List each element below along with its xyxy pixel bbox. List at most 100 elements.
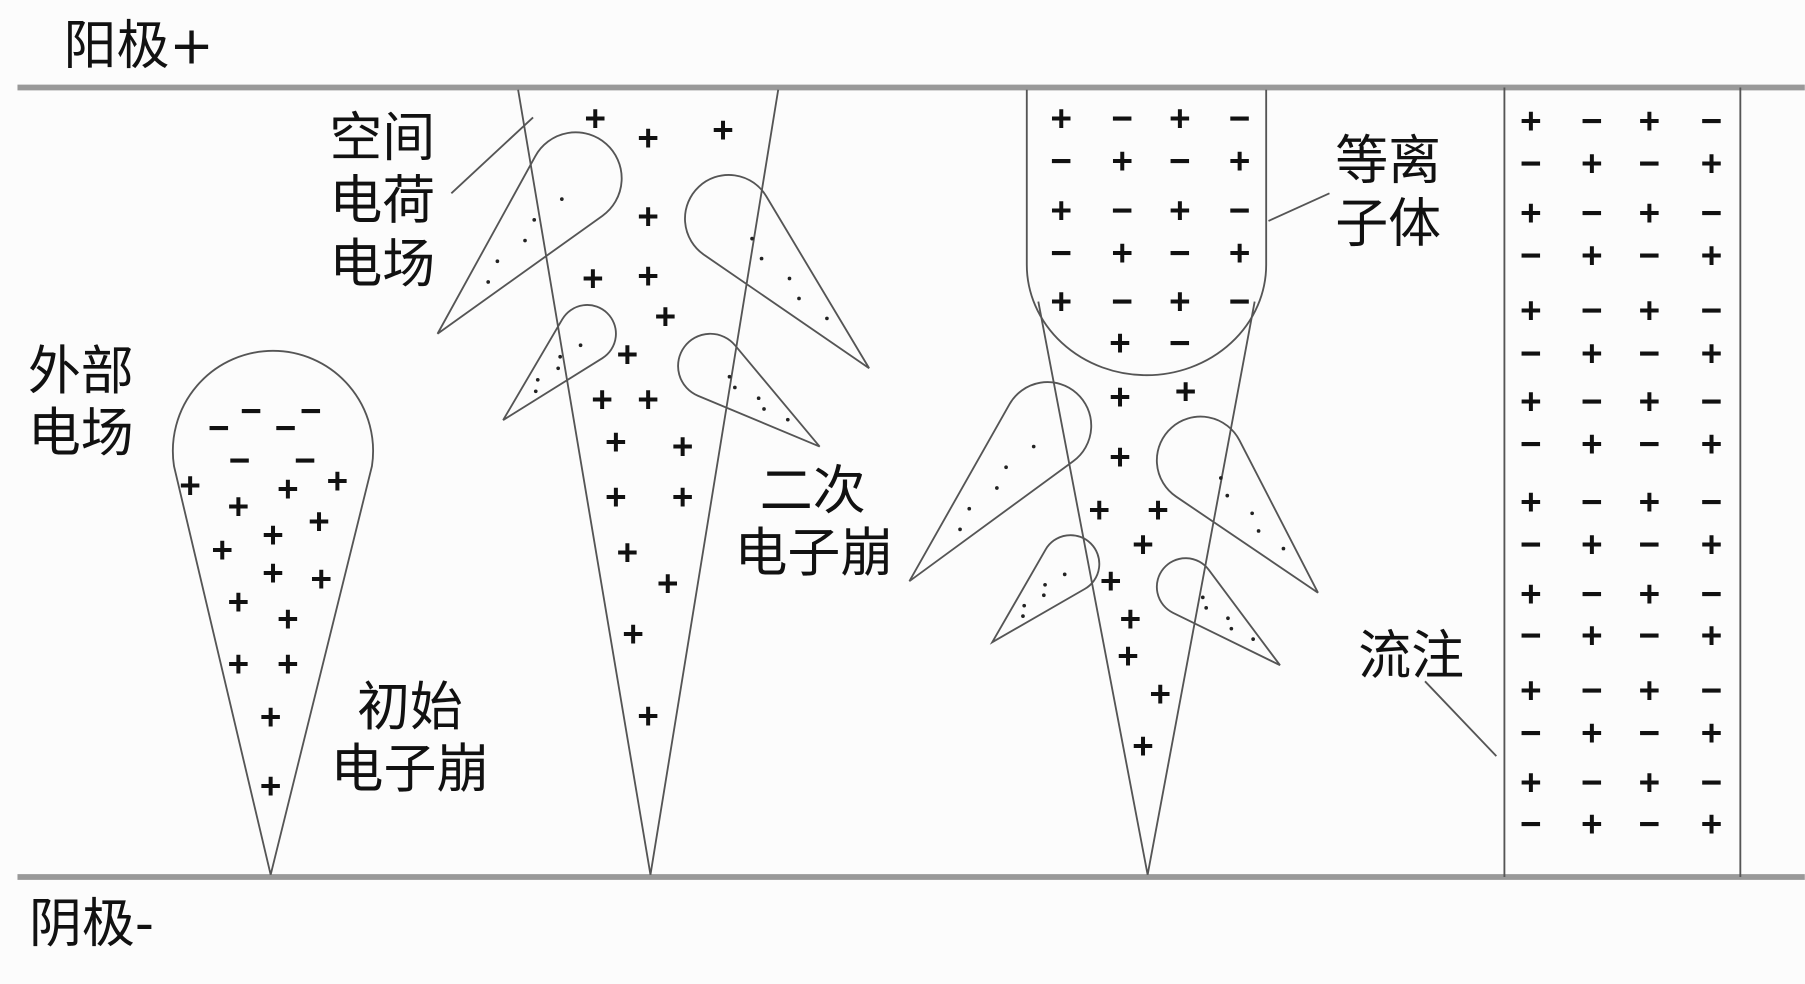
- anode-label: 阳极+: [64, 15, 214, 76]
- positive-charge: +: [1175, 371, 1196, 411]
- svg-text:初始: 初始: [357, 677, 463, 738]
- avalanche-charge-dot: [825, 316, 829, 321]
- avalanche-charge-dot: [785, 417, 790, 422]
- avalanche-charge-dot: [733, 385, 737, 390]
- positive-charge: +: [623, 614, 644, 654]
- negative-charge: −: [1229, 99, 1250, 139]
- plasma-leader: [1268, 192, 1330, 222]
- positive-charge: +: [1133, 524, 1154, 564]
- positive-charge: +: [638, 256, 659, 296]
- avalanche-charge-dot: [797, 296, 801, 301]
- negative-charge: −: [1639, 333, 1660, 373]
- negative-charge: −: [1639, 235, 1660, 275]
- positive-charge: +: [1520, 101, 1541, 141]
- streamer-leader: [1424, 680, 1498, 757]
- negative-charge: −: [1520, 615, 1541, 655]
- plasma-head: [1025, 89, 1268, 377]
- positive-charge: +: [638, 196, 659, 236]
- avalanche-charge-dot: [556, 366, 560, 371]
- negative-charge: −: [1581, 671, 1602, 711]
- secondary-avalanche-label: 二次 电子崩: [734, 461, 893, 584]
- positive-charge: +: [1112, 141, 1133, 181]
- positive-charge: +: [638, 696, 659, 736]
- negative-charge: −: [1581, 193, 1602, 233]
- negative-charge: −: [241, 391, 262, 431]
- positive-charge: +: [617, 532, 638, 572]
- positive-charge: +: [1581, 524, 1602, 564]
- secondary-avalanche: [684, 174, 870, 370]
- positive-charge: +: [327, 461, 348, 501]
- positive-charge: +: [1520, 574, 1541, 614]
- positive-charge: +: [1520, 763, 1541, 803]
- positive-charge: +: [1639, 671, 1660, 711]
- positive-charge: +: [1701, 235, 1722, 275]
- avalanche-charge-dot: [1281, 546, 1286, 551]
- svg-text:电子崩: 电子崩: [331, 739, 490, 800]
- negative-charge: −: [1701, 291, 1722, 331]
- space-charge-field-label: 空间 电荷 电场: [324, 103, 450, 295]
- positive-charge: +: [606, 422, 627, 462]
- positive-charge: +: [1169, 282, 1190, 322]
- positive-charge: +: [1118, 636, 1139, 676]
- svg-text:电子崩: 电子崩: [734, 523, 893, 584]
- negative-charge: −: [1520, 143, 1541, 183]
- avalanche-charge-dot: [535, 377, 540, 382]
- positive-charge: +: [180, 466, 201, 506]
- svg-text:二次: 二次: [760, 461, 866, 522]
- positive-charge: +: [278, 644, 299, 684]
- positive-charge: +: [1169, 99, 1190, 139]
- positive-charge: +: [1581, 235, 1602, 275]
- negative-charge: −: [1581, 482, 1602, 522]
- positive-charge: +: [278, 599, 299, 639]
- positive-charge: +: [1148, 490, 1169, 530]
- positive-charge: +: [1110, 377, 1131, 417]
- space-charge-channel: [517, 89, 780, 875]
- positive-charge: +: [1133, 726, 1154, 766]
- negative-charge: −: [275, 408, 296, 448]
- positive-charge: +: [260, 766, 281, 806]
- negative-charge: −: [1169, 233, 1190, 273]
- secondary-avalanche: [1155, 557, 1281, 667]
- negative-charge: −: [1701, 763, 1722, 803]
- positive-charge: +: [1639, 382, 1660, 422]
- avalanche-charge-dot: [1062, 572, 1067, 577]
- positive-charge: +: [1581, 804, 1602, 844]
- avalanche-charge-dot: [756, 396, 761, 401]
- avalanche-charge-dot: [727, 374, 732, 379]
- avalanche-charge-dot: [750, 236, 754, 241]
- negative-charge: −: [1112, 99, 1133, 139]
- negative-charge: −: [1520, 713, 1541, 753]
- positive-charge: +: [1581, 143, 1602, 183]
- initial-avalanche-label: 初始 电子崩: [331, 677, 490, 800]
- avalanche-charge-dot: [1031, 444, 1036, 449]
- positive-charge: +: [1110, 323, 1131, 363]
- avalanche-charge-dot: [495, 259, 500, 264]
- avalanche-charge-dot: [1204, 605, 1209, 610]
- negative-charge: −: [1520, 524, 1541, 564]
- negative-charge: −: [1581, 763, 1602, 803]
- negative-charge: −: [1639, 804, 1660, 844]
- positive-charge: +: [1520, 193, 1541, 233]
- avalanche-charge-dot: [486, 280, 491, 284]
- negative-charge: −: [295, 440, 316, 480]
- positive-charge: +: [1701, 804, 1722, 844]
- negative-charge: −: [1520, 235, 1541, 275]
- positive-charge: +: [655, 296, 676, 336]
- avalanche-charge-dot: [559, 197, 564, 201]
- positive-charge: +: [1639, 574, 1660, 614]
- negative-charge: −: [1639, 615, 1660, 655]
- avalanche-charge-dot: [1226, 616, 1230, 621]
- positive-charge: +: [1639, 291, 1660, 331]
- positive-charge: +: [1051, 282, 1072, 322]
- positive-charge: +: [1639, 763, 1660, 803]
- positive-charge: +: [672, 477, 693, 517]
- positive-charge: +: [212, 530, 233, 570]
- positive-charge: +: [311, 559, 332, 599]
- positive-charge: +: [228, 582, 249, 622]
- avalanche-charge-dot: [1021, 614, 1025, 618]
- negative-charge: −: [1581, 382, 1602, 422]
- positive-charge: +: [1520, 482, 1541, 522]
- negative-charge: −: [1639, 424, 1660, 464]
- positive-charge: +: [1051, 99, 1072, 139]
- positive-charge: +: [263, 515, 284, 555]
